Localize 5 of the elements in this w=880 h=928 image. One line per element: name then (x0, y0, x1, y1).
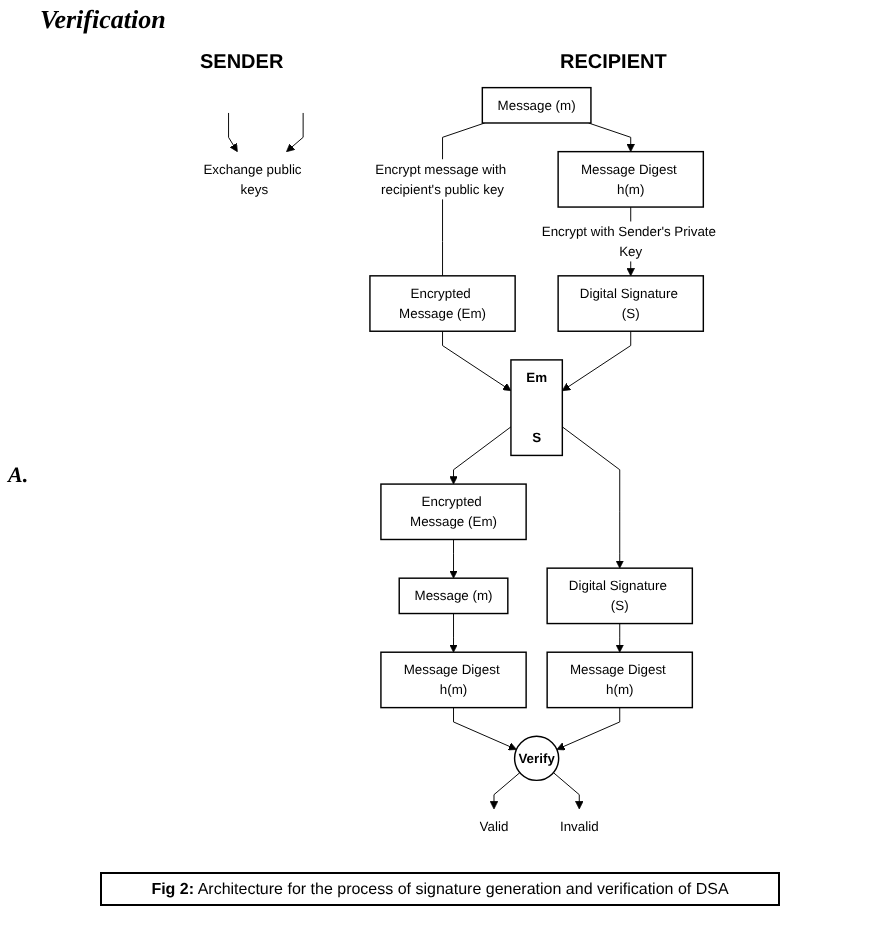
section-letter: A. (8, 464, 29, 488)
column-heading: SENDER (200, 52, 284, 74)
column-heading: RECIPIENT (560, 52, 667, 74)
figure-title: Verification (40, 4, 166, 36)
figure-caption: Fig 2: Architecture for the process of signature generation and verification of DSA (100, 872, 780, 906)
